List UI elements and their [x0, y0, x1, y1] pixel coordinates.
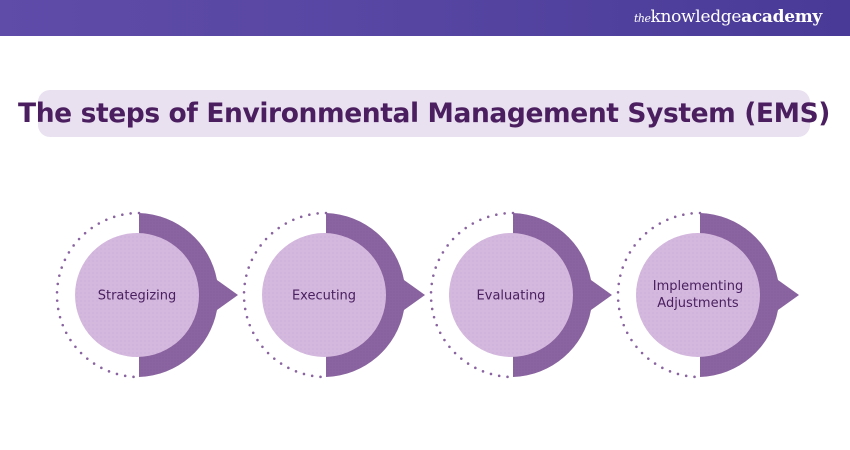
step-label-implementing-adjustments: Implementing Adjustments	[652, 279, 744, 311]
logo-prefix: the	[633, 12, 651, 25]
step-circle	[636, 233, 760, 357]
dotted-arc	[616, 211, 702, 379]
title-banner: The steps of Environmental Management Sy…	[18, 90, 830, 137]
header-bar: theknowledgeacademy	[0, 0, 850, 36]
dotted-arc	[55, 211, 141, 379]
brand-logo[interactable]: theknowledgeacademy	[634, 7, 822, 27]
step-label-evaluating: Evaluating	[476, 288, 546, 304]
step-circle	[262, 233, 386, 357]
step-implementing-adjustments	[616, 211, 799, 379]
step-circle	[449, 233, 573, 357]
page-title: The steps of Environmental Management Sy…	[18, 98, 830, 129]
dotted-arc	[429, 211, 515, 379]
step-label-executing: Executing	[291, 288, 357, 304]
step-label-strategizing: Strategizing	[97, 288, 177, 304]
step-strategizing	[55, 211, 238, 379]
step-circle	[75, 233, 199, 357]
logo-word-academy: academy	[741, 7, 822, 27]
step-evaluating	[429, 211, 612, 379]
logo-word-knowledge: knowledge	[650, 7, 742, 27]
step-executing	[242, 211, 425, 379]
dotted-arc	[242, 211, 328, 379]
